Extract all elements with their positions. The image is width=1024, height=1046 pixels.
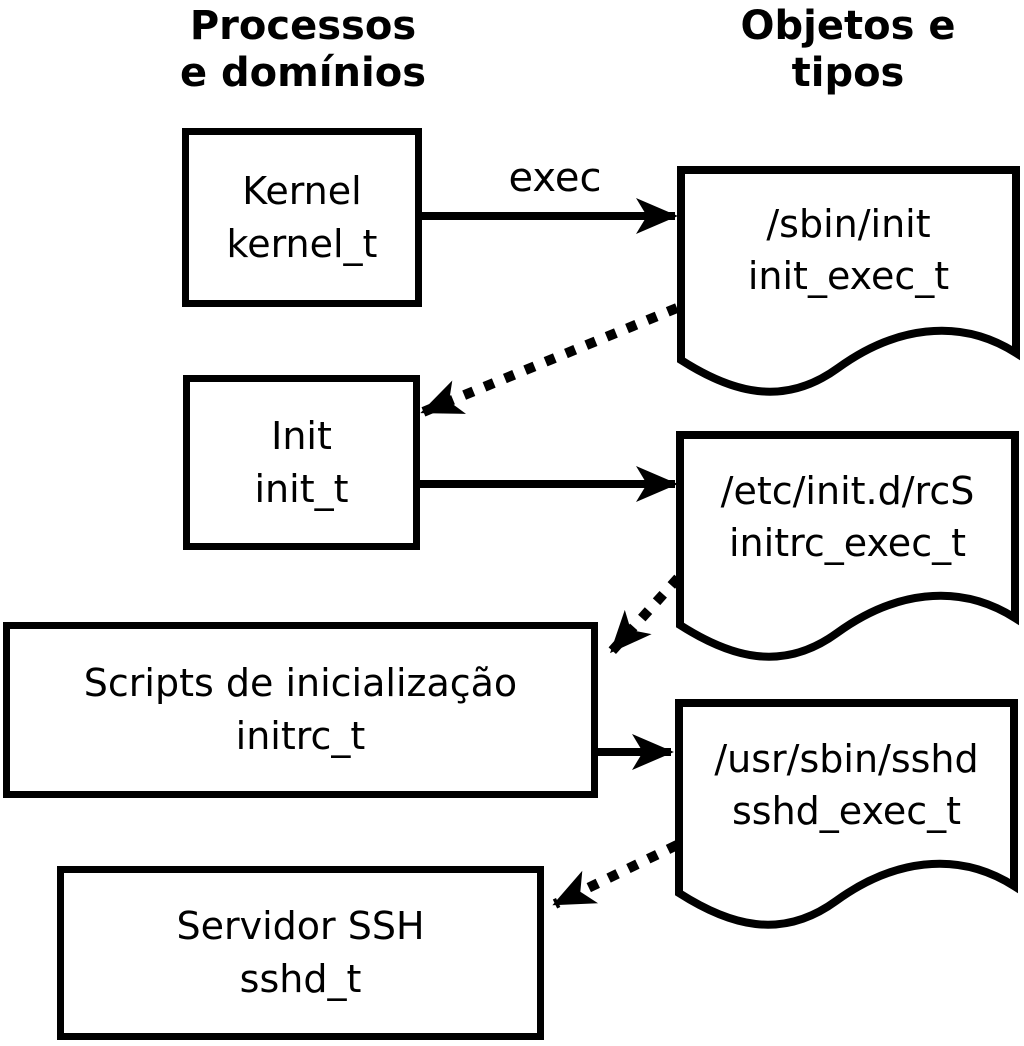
- process-domain: kernel_t: [226, 221, 378, 266]
- process-box-sshd: Servidor SSH sshd_t: [57, 866, 544, 1040]
- document-shape-sbin-init: [677, 166, 1020, 396]
- object-type: init_exec_t: [747, 254, 950, 298]
- object-type: sshd_exec_t: [731, 789, 961, 833]
- column-header-processes: Processos e domínios: [133, 3, 473, 97]
- column-header-objects: Objetos e tipos: [678, 3, 1018, 97]
- transition-arrow-rcs-to-initrc: [608, 574, 682, 655]
- object-label-sbin-init: /sbin/init init_exec_t: [681, 170, 1016, 330]
- object-path: /usr/sbin/sshd: [714, 737, 979, 781]
- column-header-objects-line1: Objetos e: [740, 3, 956, 49]
- process-box-initrc: Scripts de inicialização initrc_t: [3, 622, 598, 798]
- process-box-init: Init init_t: [183, 375, 420, 550]
- process-name: Scripts de inicialização: [83, 661, 518, 705]
- document-shape-etc-initd-rcs: [676, 431, 1019, 661]
- process-domain: sshd_t: [239, 957, 362, 1001]
- process-domain: init_t: [254, 466, 349, 511]
- transition-arrow-sshdexec-to-sshd: [552, 840, 680, 909]
- exec-arrow-label: exec: [508, 155, 602, 201]
- transition-arrow-sbininit-to-init: [420, 303, 679, 417]
- process-name: Init: [271, 413, 332, 458]
- object-type: initrc_exec_t: [729, 521, 966, 565]
- object-path: /sbin/init: [766, 202, 931, 246]
- object-path: /etc/init.d/rcS: [720, 469, 975, 513]
- object-label-usr-sbin-sshd: /usr/sbin/sshd sshd_exec_t: [679, 705, 1014, 865]
- process-name: Kernel: [242, 168, 362, 213]
- column-header-processes-line2: e domínios: [179, 50, 427, 96]
- document-shape-usr-sbin-sshd: [675, 699, 1018, 929]
- column-header-processes-line1: Processos: [189, 3, 417, 49]
- process-box-kernel: Kernel kernel_t: [182, 128, 422, 307]
- process-domain: initrc_t: [235, 714, 366, 758]
- column-header-objects-line2: tipos: [791, 50, 905, 96]
- process-name: Servidor SSH: [176, 904, 425, 948]
- object-label-etc-initd-rcs: /etc/init.d/rcS initrc_exec_t: [680, 437, 1015, 597]
